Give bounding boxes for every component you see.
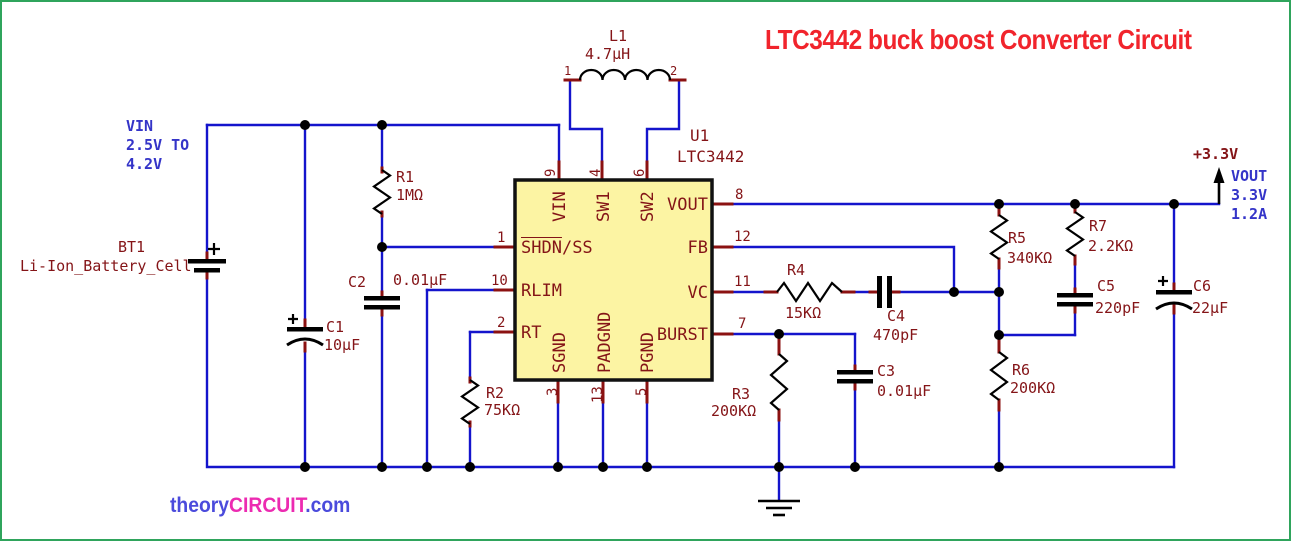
page-title: LTC3442 buck boost Converter Circuit — [765, 24, 1192, 55]
c3-ref: C3 — [877, 362, 896, 380]
r2-value: 75KΩ — [484, 401, 521, 419]
r3-value: 200KΩ — [711, 402, 757, 420]
resistor-r5-symbol — [989, 214, 1009, 260]
polarity-plus-signs — [208, 243, 1168, 324]
ic-pin-name-vin: VIN — [550, 191, 570, 222]
ic-pin-name-pgnd: PGND — [638, 332, 658, 373]
c5-value: 220pF — [1095, 299, 1141, 317]
c5-ref: C5 — [1097, 277, 1116, 295]
ic-pin-name-burst: BURST — [656, 325, 708, 345]
c4-value: 470pF — [873, 326, 919, 344]
inductor-pin2-num: 2 — [670, 64, 678, 78]
resistor-r2-symbol — [460, 379, 480, 425]
resistor-r3-symbol — [769, 353, 789, 411]
c3-value: 0.01μF — [877, 382, 932, 400]
watermark-circuit: CIRCUIT — [229, 494, 306, 517]
r5-value: 340KΩ — [1007, 249, 1053, 267]
watermark-theory: theory — [170, 494, 230, 517]
ground-symbol — [758, 499, 800, 517]
r5-ref: R5 — [1008, 229, 1027, 247]
component-symbols — [208, 68, 1221, 517]
plus-3v3-label: +3.3V — [1193, 145, 1239, 163]
r6-value: 200KΩ — [1010, 379, 1056, 397]
ic-pin-num-12: 12 — [734, 229, 751, 245]
ic-pin-num-1: 1 — [497, 230, 506, 246]
battery-ref: BT1 — [118, 238, 146, 256]
ic-pin-name-rt: RT — [521, 323, 542, 343]
battery-value: Li-Ion_Battery_Cell — [20, 257, 192, 275]
inductor-ref: L1 — [609, 27, 628, 45]
resistor-r6-symbol — [989, 351, 1009, 401]
c6-ref: C6 — [1193, 277, 1212, 295]
r4-value: 15KΩ — [785, 304, 822, 322]
ic-body — [513, 178, 714, 382]
capacitor-c1-arc — [286, 337, 324, 347]
ic-pin-num-4: 4 — [588, 168, 604, 177]
ic-pin-num-11: 11 — [734, 274, 751, 290]
r3-ref: R3 — [732, 385, 751, 403]
ic-pin-name-rlim: RLIM — [521, 281, 562, 301]
r1-ref: R1 — [396, 168, 415, 186]
c2-ref: C2 — [348, 273, 367, 291]
watermark-logo: theoryCIRCUIT.com — [170, 494, 350, 518]
capacitor-c6-arc — [1155, 301, 1193, 311]
ic-pin-name-vc: VC — [687, 283, 708, 303]
ic-pin-name-sw1: SW1 — [594, 191, 614, 222]
c1-value: 10μF — [324, 336, 361, 354]
watermark-com: .com — [305, 494, 351, 517]
ic-ref: U1 — [690, 126, 710, 145]
r7-ref: R7 — [1089, 217, 1108, 235]
capacitor-plates — [188, 259, 1192, 384]
ic-pin-num-8: 8 — [735, 187, 744, 203]
r6-ref: R6 — [1012, 361, 1031, 379]
inductor-value: 4.7μH — [585, 45, 631, 63]
inductor-l1-symbol — [578, 68, 672, 81]
ic-pin-num-13: 13 — [590, 386, 606, 403]
ic-pin-num-5: 5 — [634, 387, 650, 396]
ic-pin-num-10: 10 — [491, 273, 508, 289]
ic-pin-num-2: 2 — [497, 315, 506, 331]
r1-value: 1MΩ — [396, 186, 424, 204]
ic-pin-name-shdn-ss: SHDN/SS — [521, 238, 593, 258]
ic-pin-name-padgnd: PADGND — [595, 311, 615, 373]
ic-pin-num-9: 9 — [543, 168, 559, 177]
ic-part-number: LTC3442 — [677, 147, 745, 166]
vout-arrow-head — [1213, 167, 1225, 183]
junction-dots — [300, 120, 1179, 472]
ic-pin-num-3: 3 — [545, 387, 561, 396]
ic-pin-name-fb: FB — [687, 238, 708, 258]
r2-ref: R2 — [486, 384, 505, 402]
c2-value: 0.01μF — [393, 271, 448, 289]
resistor-r1-symbol — [372, 169, 392, 215]
r4-ref: R4 — [787, 261, 806, 279]
ic-pin-num-7: 7 — [738, 316, 747, 332]
resistor-r4-symbol — [776, 281, 843, 303]
c6-value: 22μF — [1192, 299, 1229, 317]
ic-pin-num-6: 6 — [632, 168, 648, 177]
c1-ref: C1 — [326, 318, 345, 336]
ic-pin-name-vout: VOUT — [667, 195, 708, 215]
ic-pin-name-sgnd: SGND — [550, 332, 570, 373]
c4-ref: C4 — [887, 307, 906, 325]
r7-value: 2.2KΩ — [1088, 237, 1134, 255]
resistor-r7-symbol — [1065, 211, 1085, 257]
inductor-pin1-num: 1 — [564, 64, 572, 78]
